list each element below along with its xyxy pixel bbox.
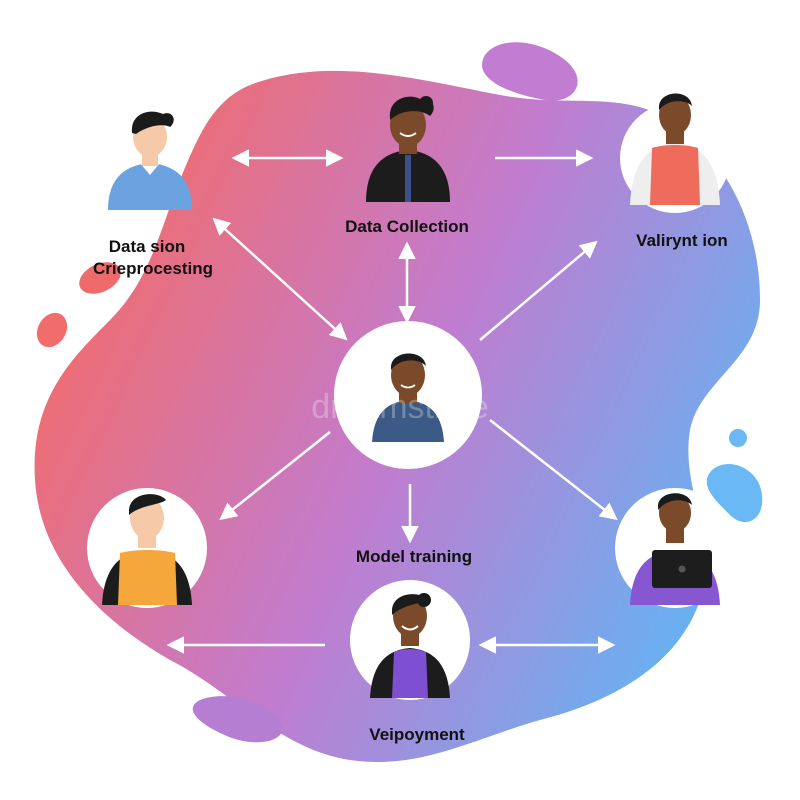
person-avatar-top-left <box>108 111 192 210</box>
person-avatar-center <box>334 321 482 469</box>
person-avatar-data-collection <box>366 96 450 202</box>
watermark-text: dreamstime <box>311 388 489 426</box>
arrow-center-to-right-bottom <box>489 419 618 521</box>
decor-blob-left-1 <box>79 262 121 294</box>
decor-blob-left-2 <box>36 312 68 348</box>
decor-blob-bottom <box>192 696 283 743</box>
label-data-collection: Data Collection <box>345 217 469 236</box>
label-validation: Valirynt ion <box>636 231 728 250</box>
label-preprocessing-line1: Data sion <box>108 237 186 256</box>
person-avatar-bottom-right <box>615 488 735 608</box>
arrow-center-to-validation <box>479 240 598 341</box>
arrow-preprocessing-to-center <box>212 217 348 341</box>
person-avatar-deployment <box>350 580 470 700</box>
decor-blob-top <box>482 42 578 101</box>
label-model-training: Model training <box>355 547 473 566</box>
decor-blob-right <box>706 464 763 523</box>
person-avatar-bottom-left <box>87 488 207 608</box>
arrow-center-to-left-bottom <box>219 431 331 521</box>
decor-dot-right <box>729 429 747 447</box>
person-avatar-validation <box>620 93 730 213</box>
label-deployment: Veipoyment <box>369 725 465 744</box>
label-preprocessing-line2: Crieprocesting <box>93 259 213 278</box>
